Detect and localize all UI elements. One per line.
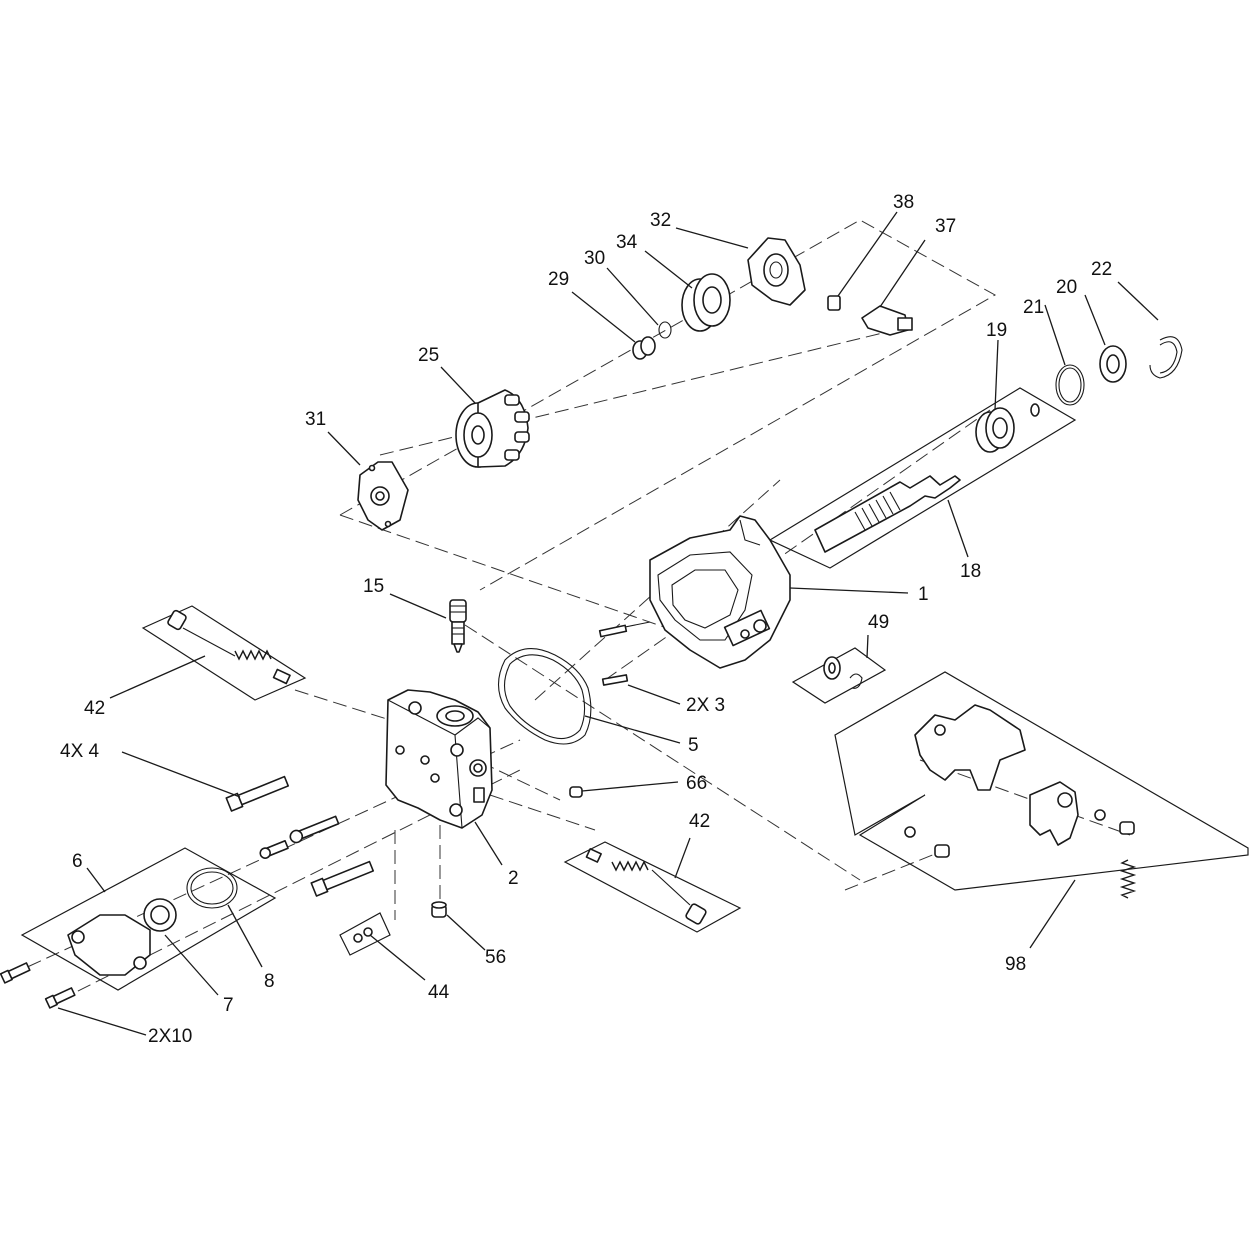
plug-part-66 <box>569 786 583 798</box>
callout-4x4: 4X 4 <box>60 741 100 762</box>
charge-cover-part-6 <box>67 914 151 976</box>
callout-2: 2 <box>508 868 519 889</box>
callout-66: 66 <box>686 773 707 794</box>
cylinder-block-part-25 <box>455 389 530 468</box>
callout-20: 20 <box>1056 277 1077 298</box>
relief-valve-part-15 <box>449 599 467 653</box>
end-cap-part-2 <box>385 689 493 829</box>
control-linkage-part-98 <box>904 704 1137 899</box>
plug-part-44 <box>353 927 373 943</box>
washer-part-30 <box>658 321 672 339</box>
retainer-part-29 <box>632 336 656 360</box>
callout-19: 19 <box>986 320 1007 341</box>
callout-1: 1 <box>918 584 929 605</box>
callout-42-lower: 42 <box>689 811 710 832</box>
plug-part-56 <box>431 901 447 918</box>
callout-49: 49 <box>868 612 889 633</box>
assembly-axis-lines <box>9 219 1131 1001</box>
callout-32: 32 <box>650 210 671 231</box>
callout-25: 25 <box>418 345 439 366</box>
callout-56: 56 <box>485 947 506 968</box>
kit-box-44 <box>339 912 391 956</box>
kit-box-6 <box>20 847 277 991</box>
callout-38: 38 <box>893 192 914 213</box>
cap-screws-part-10 <box>0 962 76 1009</box>
callout-44: 44 <box>428 982 450 1003</box>
bolts-part-4 <box>225 775 375 897</box>
bearing-part-19 <box>975 403 1040 453</box>
housing-part-1 <box>598 515 791 686</box>
callout-labels: 1 2 2X 3 4X 4 5 6 7 8 15 18 19 20 21 22 … <box>60 192 1112 1047</box>
callout-2x3: 2X 3 <box>686 695 725 716</box>
callout-98: 98 <box>1005 954 1026 975</box>
retaining-ring-part-21 <box>1055 364 1085 406</box>
leader-lines <box>57 211 1159 1036</box>
callout-21: 21 <box>1023 297 1044 318</box>
callout-34: 34 <box>616 232 638 253</box>
callout-15: 15 <box>363 576 384 597</box>
callout-5: 5 <box>688 735 699 756</box>
pump-shaft-part-18 <box>814 475 961 553</box>
kit-box-42-upper <box>141 605 307 701</box>
seal-part-49 <box>823 656 863 689</box>
shaft-seal-part-20 <box>1099 345 1127 383</box>
kit-box-18 <box>768 387 1077 569</box>
callout-37: 37 <box>935 216 956 237</box>
callout-8: 8 <box>264 971 275 992</box>
callout-42-upper: 42 <box>84 698 105 719</box>
callout-22: 22 <box>1091 259 1112 280</box>
snap-ring-part-22 <box>1149 336 1183 379</box>
callout-2x10: 2X10 <box>148 1026 192 1047</box>
control-shaft-part-37 <box>861 305 913 336</box>
kit-outlines <box>20 387 1249 991</box>
valve-plate-part-31 <box>357 461 409 531</box>
trunnion-part-38 <box>827 295 841 311</box>
kit-box-98 <box>834 671 1249 891</box>
cradle-part-32 <box>747 237 806 306</box>
check-valve-kit-42-upper <box>167 609 291 685</box>
kit-box-49 <box>791 647 887 704</box>
callout-7: 7 <box>223 995 234 1016</box>
callout-6: 6 <box>72 851 83 872</box>
check-valve-kit-42-lower <box>585 848 707 925</box>
callout-30: 30 <box>584 248 605 269</box>
swashplate-part-34 <box>681 273 731 332</box>
o-ring-part-8 <box>186 867 238 909</box>
callout-31: 31 <box>305 409 326 430</box>
callout-29: 29 <box>548 269 569 290</box>
gasket-part-5 <box>497 648 592 745</box>
callout-18: 18 <box>960 561 981 582</box>
charge-gerotor-part-7 <box>143 898 177 932</box>
